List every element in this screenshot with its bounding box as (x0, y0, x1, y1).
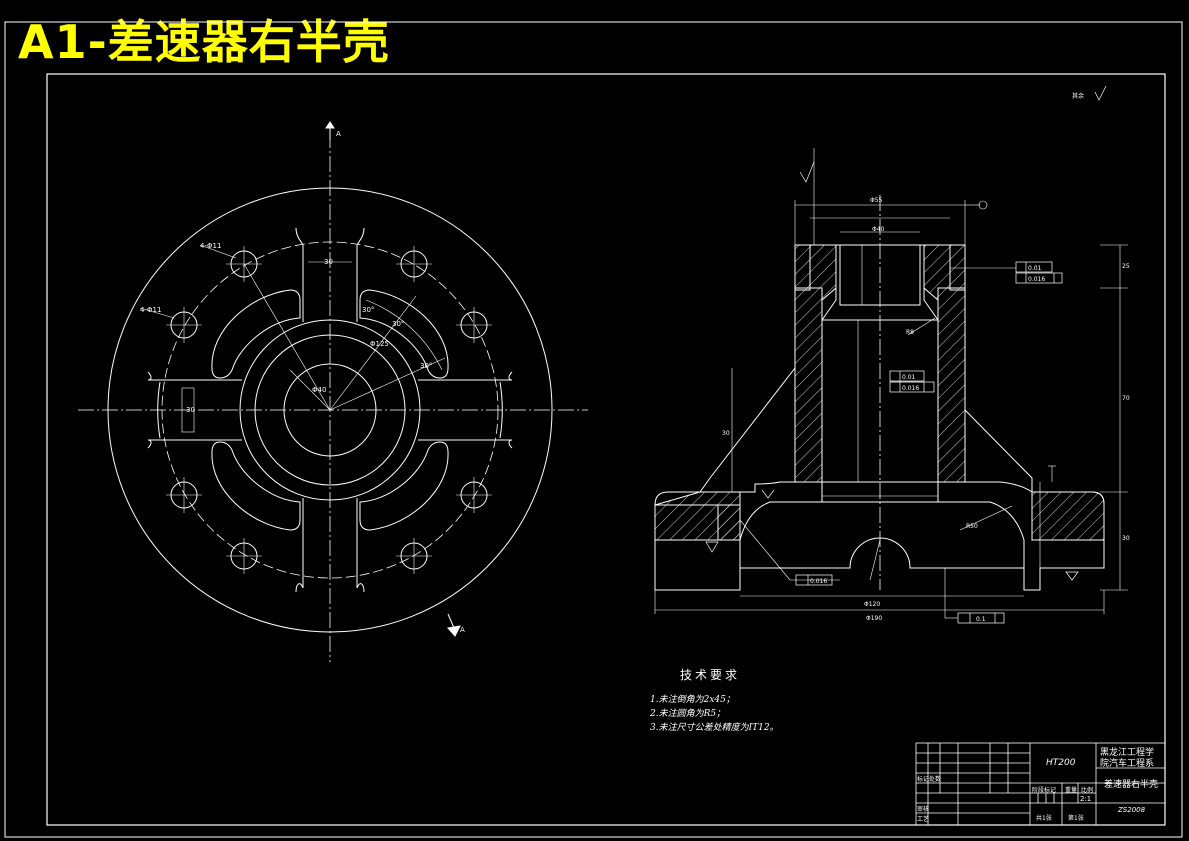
dim-height-total: 70 (1122, 395, 1130, 402)
dim-height-base: 30 (1122, 535, 1130, 542)
title-block-drawing-number: ZS2008 (1118, 806, 1146, 814)
title-block-row-review: 审核 (917, 806, 930, 813)
title-block-stage-label: 阶段标记 (1032, 787, 1057, 794)
title-block-sheets-total: 共1张 (1036, 815, 1052, 822)
sheet-border-outer (4, 21, 1183, 838)
title-block-part-name: 差速器右半壳 (1104, 780, 1159, 790)
tol-perpendicular: 0.1 (976, 616, 986, 623)
dim-rib-height: 30 (722, 430, 730, 437)
title-block-school-1: 黑龙江工程学 (1100, 748, 1155, 758)
hole-label-1: 4-Φ11 (200, 242, 221, 250)
tolerance-frames (795, 261, 1063, 624)
title-block-weight-label: 重量 (1065, 787, 1078, 794)
section-label-a-bottom: A (460, 626, 465, 634)
radius-r50: R50 (966, 523, 978, 530)
title-block-sheet-current: 第1张 (1068, 815, 1084, 822)
tech-requirements-heading: 技术要求 (680, 668, 741, 682)
title-block-row-process: 工艺 (917, 816, 930, 823)
hole-label-2: 4-Φ11 (140, 306, 161, 314)
title-block-row-mark: 标记 (917, 776, 930, 783)
slot-width-label: 30 (324, 258, 333, 266)
section-label-a-top: A (336, 130, 341, 138)
dim-height-top: 25 (1122, 263, 1130, 270)
roughness-other-label: 其余 (1072, 92, 1084, 100)
title-block-scale: 2:1 (1080, 795, 1092, 803)
dim-top-diameter: Φ55 (870, 197, 883, 204)
top-view-labels: A A 4-Φ11 4-Φ11 30 30 30° 30° 30° Φ125 Φ… (140, 130, 465, 634)
title-block (915, 742, 1166, 826)
top-view (78, 121, 588, 662)
tol-value-1: 0.01 (1028, 265, 1042, 272)
tech-requirement-item: 1.未注倒角为2x45； (650, 695, 735, 705)
angle-label-3: 30° (420, 362, 432, 370)
page-title: A1-差速器右半壳 (18, 15, 390, 69)
tol-value-4: 0.016 (902, 385, 919, 392)
tech-requirement-item: 2.未注圆角为R5； (650, 709, 726, 719)
sheet-border-inner (46, 73, 1166, 826)
angle-label-2: 30° (392, 320, 404, 328)
title-block-school-2: 院汽车工程系 (1100, 759, 1155, 769)
section-view-labels: Φ55 Φ40 0.01 0.016 0.01 0.016 0.016 0.1 … (722, 92, 1130, 623)
title-block-row-count: 处数 (929, 776, 942, 783)
tech-requirement-item: 3.未注尺寸公差处精度为IT12。 (650, 723, 779, 733)
dim-base-outer: Φ190 (866, 615, 882, 622)
angle-label-1: 30° (362, 306, 374, 314)
section-view (654, 85, 1128, 619)
tol-value-3: 0.01 (902, 374, 916, 381)
title-block-material: HT200 (1046, 758, 1076, 768)
hub-bore-label: Φ40 (312, 386, 326, 394)
dim-base-inner: Φ120 (864, 601, 880, 608)
bore-center-label: Φ125 (370, 340, 389, 348)
title-block-scale-label: 比例 (1081, 787, 1094, 794)
tol-flatness: 0.016 (810, 578, 827, 585)
tol-value-2: 0.016 (1028, 276, 1045, 283)
radius-r8: R8 (906, 329, 914, 336)
slot-width-label-side: 30 (186, 406, 195, 414)
dim-bore-diameter: Φ40 (872, 226, 885, 233)
